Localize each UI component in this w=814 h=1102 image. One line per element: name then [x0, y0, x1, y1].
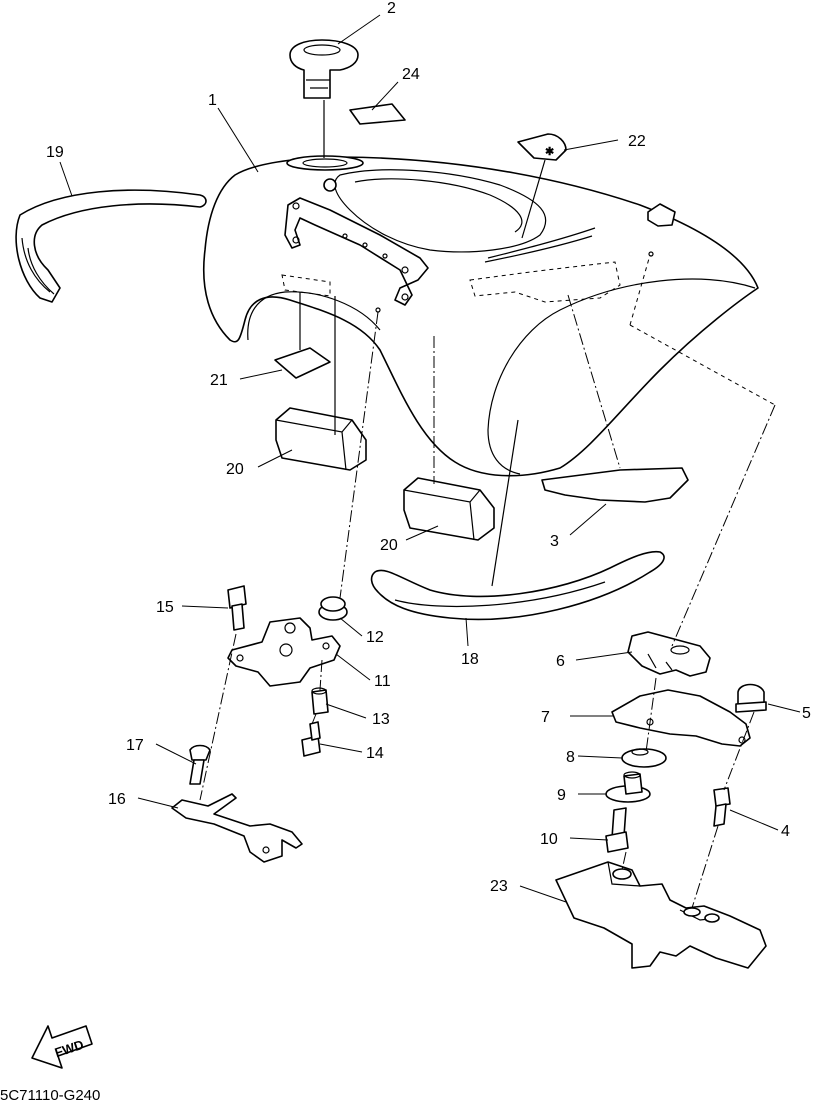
leader-lines [59, 14, 801, 903]
emblem-label: ✱ [517, 133, 567, 161]
callout-24: 24 [402, 66, 420, 83]
damper-block-20a [275, 407, 367, 471]
callout-20a: 20 [226, 461, 244, 478]
screw-17 [189, 744, 211, 785]
svg-text:✱: ✱ [545, 146, 554, 158]
bolt-15 [227, 585, 247, 631]
bolt-10 [605, 807, 629, 853]
pad-21 [274, 347, 331, 379]
callout-9: 9 [557, 787, 566, 804]
callout-14: 14 [366, 745, 384, 762]
diagram-code: 5C71110-G240 [0, 1087, 100, 1102]
callout-18: 18 [461, 651, 479, 668]
cover-plate-3 [541, 467, 689, 503]
collar-13 [311, 687, 329, 715]
bracket-11 [227, 617, 341, 687]
assembly-lines [199, 100, 776, 909]
callout-12: 12 [366, 629, 384, 646]
grommet-12 [318, 596, 348, 621]
bolt-14 [301, 721, 321, 757]
cap-nut-5 [735, 683, 767, 713]
fuel-cap [289, 39, 359, 99]
bracket-16 [171, 793, 303, 863]
callout-10: 10 [540, 831, 558, 848]
callout-4: 4 [781, 823, 790, 840]
bracket-23 [555, 861, 767, 969]
callout-1: 1 [208, 92, 217, 109]
callout-6: 6 [556, 653, 565, 670]
side-trim-19 [15, 189, 207, 303]
callout-13: 13 [372, 711, 390, 728]
mount-block-6 [627, 631, 711, 677]
callout-16: 16 [108, 791, 126, 808]
collar-9 [605, 771, 651, 803]
lower-trim-18 [370, 550, 665, 621]
callout-19: 19 [46, 144, 64, 161]
callout-3: 3 [550, 533, 559, 550]
callout-11: 11 [374, 673, 391, 690]
label-24 [349, 103, 406, 125]
callout-20b: 20 [380, 537, 398, 554]
fuel-tank [202, 155, 776, 477]
callout-7: 7 [541, 709, 550, 726]
callout-21: 21 [210, 372, 228, 389]
callout-2: 2 [387, 0, 396, 17]
washer-8 [621, 748, 667, 768]
plate-7 [611, 689, 751, 747]
callout-labels: 2 24 1 22 19 21 20 20 3 18 15 12 11 13 1… [46, 0, 811, 895]
callout-23: 23 [490, 878, 508, 895]
damper-block-20b [403, 477, 495, 541]
callout-17: 17 [126, 737, 144, 754]
callout-15: 15 [156, 599, 174, 616]
fwd-arrow-icon: FWD [31, 1025, 93, 1069]
callout-22: 22 [628, 133, 646, 150]
callout-8: 8 [566, 749, 575, 766]
callout-5: 5 [802, 705, 811, 722]
stud-4 [713, 787, 731, 827]
